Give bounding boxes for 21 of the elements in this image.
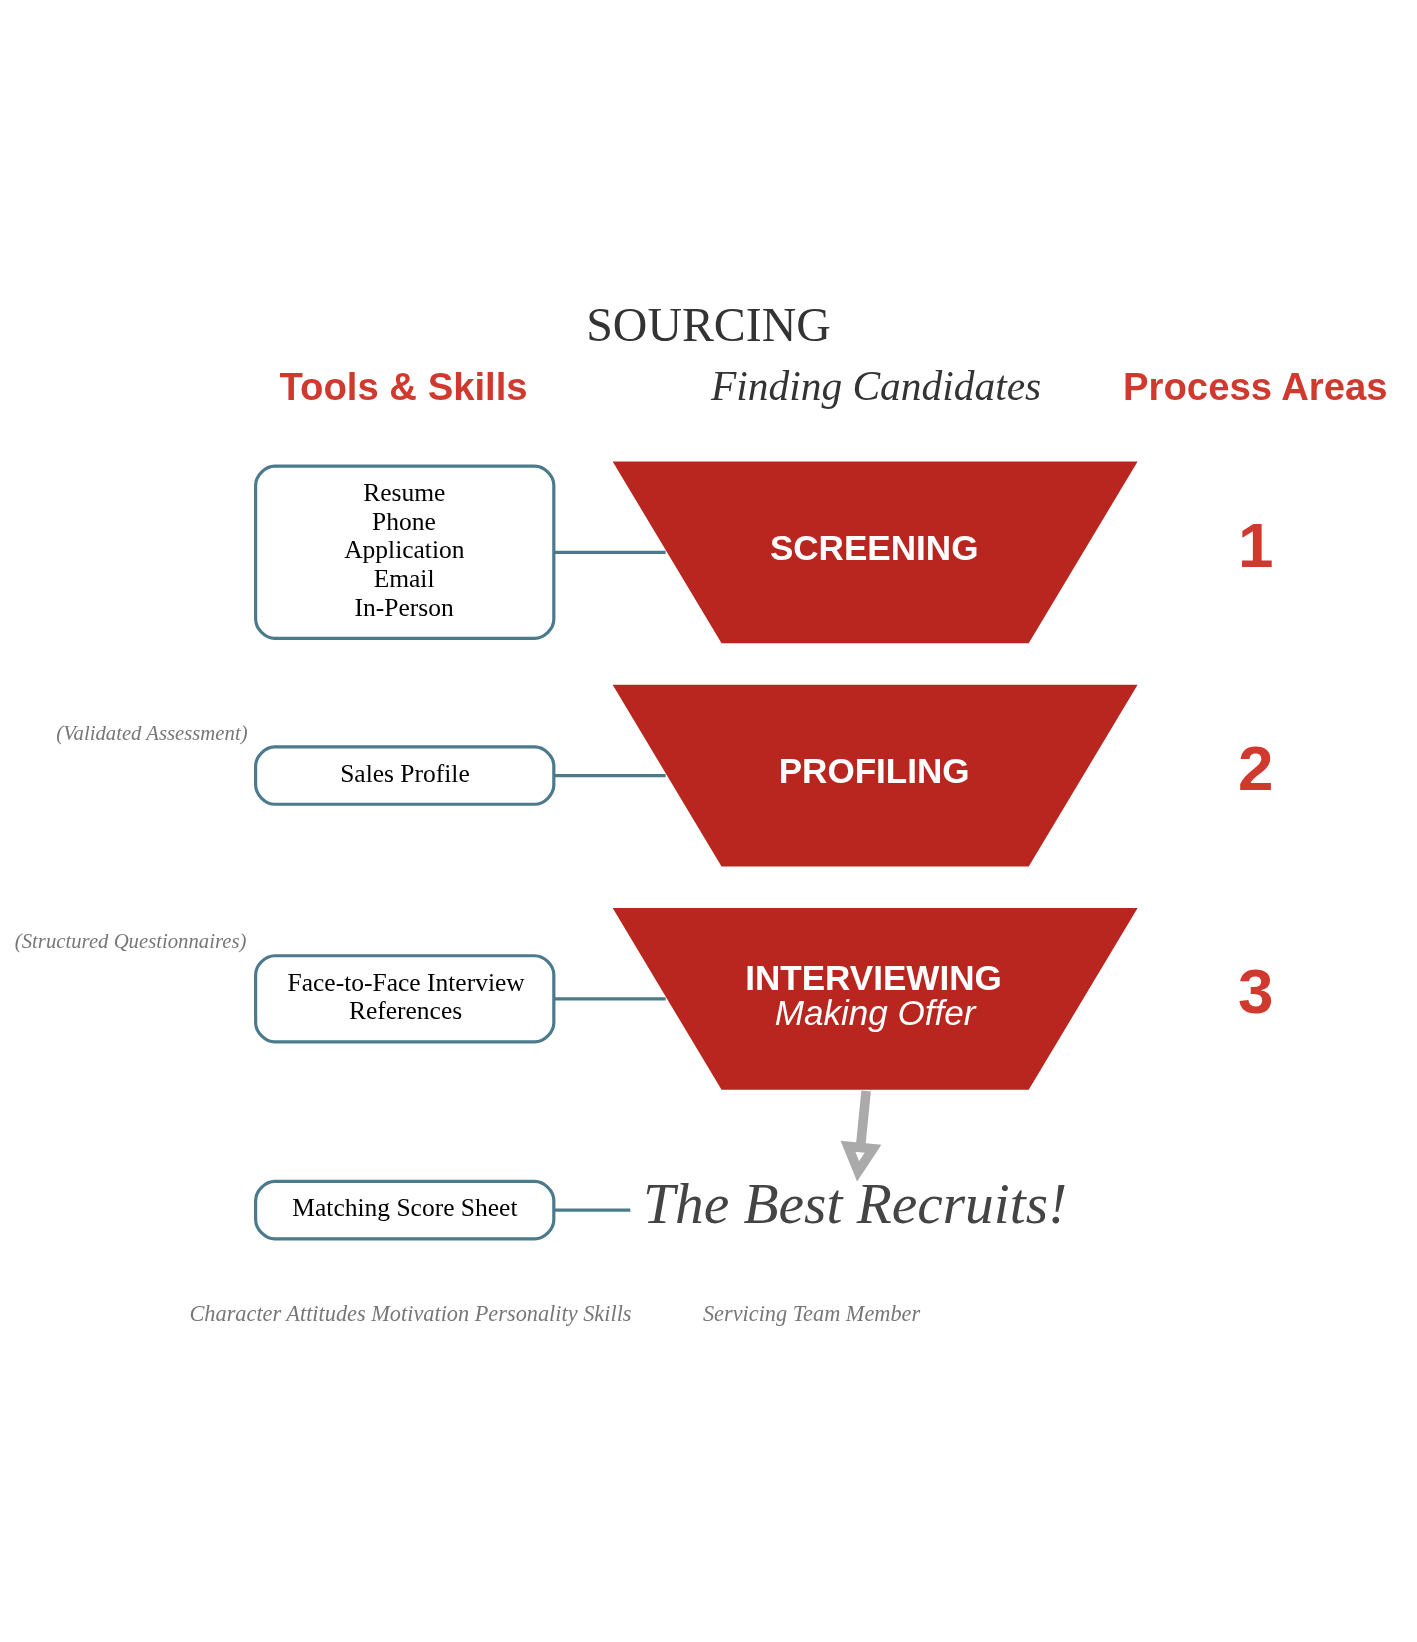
- label: 3: [1237, 955, 1274, 1028]
- label: 2: [1237, 731, 1274, 804]
- label: Servicing Team Member: [702, 1301, 921, 1327]
- node-label: (Validated Assessment): [56, 721, 248, 744]
- node-text: The Best Recruits!: [643, 1171, 1068, 1235]
- node-box: Resume Phone Application Email In-Person: [254, 464, 556, 640]
- connector: [554, 550, 666, 554]
- label: Finding Candidates: [710, 362, 1042, 409]
- connector: [554, 997, 666, 1001]
- node-box: Face-to-Face Interview References: [254, 954, 556, 1044]
- arrow: [840, 1090, 882, 1182]
- diagram-title: SOURCING: [586, 298, 831, 352]
- label: Character Attitudes Motivation Personality Skills: [189, 1301, 632, 1327]
- node-box: Matching Score Sheet: [254, 1179, 556, 1241]
- node-label: (Structured Questionnaires): [14, 930, 247, 953]
- label: Tools & Skills: [279, 364, 528, 408]
- label: 1: [1237, 508, 1274, 581]
- node-box: Sales Profile: [254, 745, 556, 806]
- label: Process Areas: [1123, 364, 1388, 408]
- connector: [554, 1208, 631, 1212]
- connector: [554, 773, 666, 778]
